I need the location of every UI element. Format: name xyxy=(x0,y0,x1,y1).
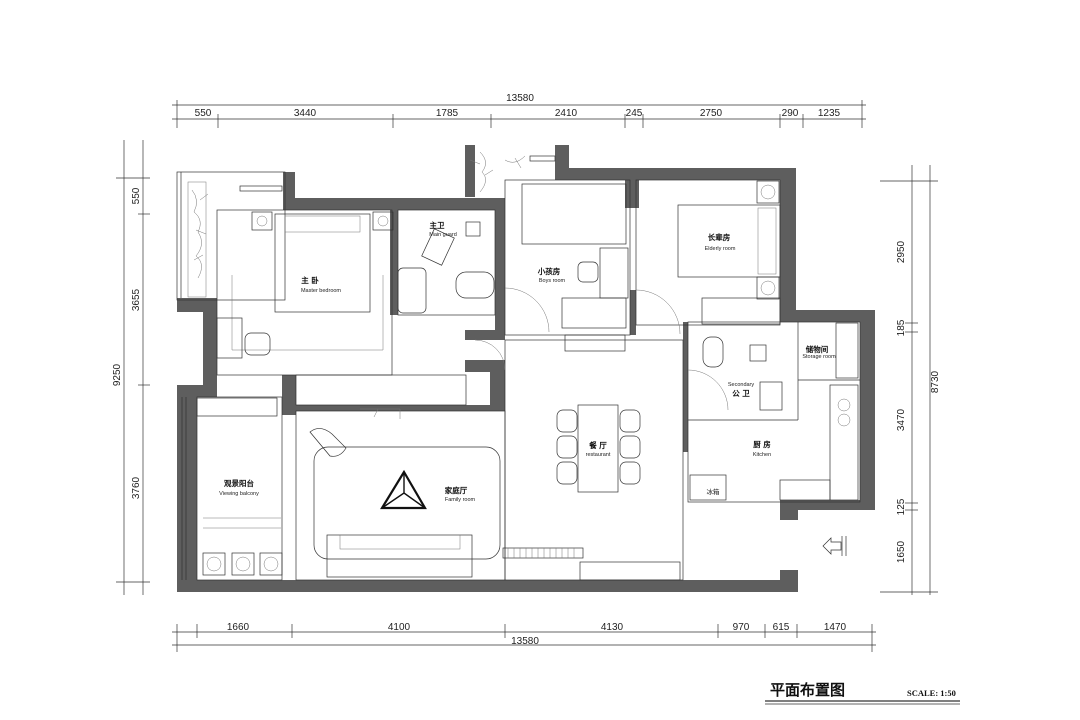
entrance-arrow xyxy=(822,537,842,555)
nightstand xyxy=(756,180,780,204)
room-labels: 主 卧 Master bedroom 主卫 Main guard 小孩房 Boy… xyxy=(219,220,836,503)
dim-top-seg: 1785 xyxy=(436,108,459,119)
dim-bottom-seg: 4100 xyxy=(388,622,411,633)
chair xyxy=(244,332,271,356)
dim-right-seg: 2950 xyxy=(896,240,907,263)
tv-cabinet xyxy=(295,374,467,406)
piano xyxy=(502,547,584,559)
label-storage-room-en: Storage room xyxy=(802,354,836,360)
dim-left-total: 9250 xyxy=(112,363,123,386)
dim-bottom-seg: 1470 xyxy=(824,622,847,633)
dim-top-seg: 2410 xyxy=(555,108,578,119)
top-dimensions: 13580 550 3440 1785 2410 245 2750 290 12… xyxy=(172,93,866,128)
dim-left-seg: 3655 xyxy=(131,288,142,311)
dining-table xyxy=(577,404,619,493)
dim-top-seg: 2750 xyxy=(700,108,723,119)
boys-chair xyxy=(577,261,599,283)
rug xyxy=(313,446,501,560)
dim-right-seg: 185 xyxy=(896,319,907,336)
dim-right-seg: 125 xyxy=(896,498,907,515)
label-storage-room-cn: 储物间 xyxy=(806,344,829,354)
dim-top-seg: 1235 xyxy=(818,108,841,119)
bottom-dimensions: 1660 4100 4130 970 615 1470 13580 xyxy=(172,622,876,652)
bathtub xyxy=(397,267,427,314)
label-boys-room-cn: 小孩房 xyxy=(538,266,561,276)
left-dimensions: 9250 550 3655 3760 xyxy=(112,140,150,595)
label-elderly-room-cn: 长辈房 xyxy=(708,232,731,242)
room-outlines xyxy=(176,171,861,581)
dining-chair xyxy=(556,409,578,433)
master-bed xyxy=(274,213,371,313)
dim-bottom-total: 13580 xyxy=(511,636,539,647)
label-viewing-balcony-en: Viewing balcony xyxy=(219,491,259,497)
label-secondary-guard-en: Secondary xyxy=(728,382,755,388)
dining-chair xyxy=(556,435,578,459)
label-master-bedroom-en: Master bedroom xyxy=(301,288,341,294)
label-family-room-en: Family room xyxy=(445,497,476,503)
label-kitchen-en: Kitchen xyxy=(753,452,771,458)
dim-bottom-seg: 615 xyxy=(773,622,790,633)
label-main-guard-cn: 主卫 xyxy=(430,220,445,230)
toilet xyxy=(455,271,495,299)
dim-left-seg: 550 xyxy=(131,187,142,204)
label-kitchen-cn: 厨 房 xyxy=(753,439,771,449)
elderly-bed xyxy=(677,204,781,278)
dim-top-total: 13580 xyxy=(506,93,534,104)
nightstand xyxy=(251,211,273,231)
dim-bottom-seg: 4130 xyxy=(601,622,624,633)
title-block: 平面布置图 SCALE: 1:50 xyxy=(765,681,960,705)
lounge-chair xyxy=(309,428,347,457)
right-dimensions: 8730 2950 185 3470 125 1650 xyxy=(880,165,941,595)
dim-top-seg: 550 xyxy=(195,108,212,119)
sofa xyxy=(326,534,473,578)
dining-chair xyxy=(619,435,641,459)
elderly-wardrobe xyxy=(701,297,781,325)
dim-left-seg: 3760 xyxy=(131,476,142,499)
label-secondary-guard-cn: 公 卫 xyxy=(732,389,750,398)
dim-top-seg: 245 xyxy=(626,108,643,119)
toilet xyxy=(702,336,724,368)
washer xyxy=(259,552,283,576)
label-restaurant-cn: 餐 厅 xyxy=(588,440,607,450)
dim-top-seg: 290 xyxy=(782,108,799,119)
dim-top-seg: 3440 xyxy=(294,108,317,119)
label-master-bedroom-cn: 主 卧 xyxy=(301,275,319,285)
nightstand xyxy=(756,276,780,300)
washer xyxy=(202,552,226,576)
scale-label: SCALE: 1:50 xyxy=(907,688,956,698)
dining-chair xyxy=(619,461,641,485)
dining-chair xyxy=(619,409,641,433)
dim-right-seg: 3470 xyxy=(896,408,907,431)
basin xyxy=(759,381,783,411)
boys-desk xyxy=(599,247,629,299)
dim-right-total: 8730 xyxy=(930,370,941,393)
label-elderly-room-en: Elderly room xyxy=(705,246,736,252)
label-viewing-balcony-cn: 观景阳台 xyxy=(224,478,254,488)
dim-bottom-seg: 1660 xyxy=(227,622,250,633)
furniture xyxy=(180,172,859,581)
fridge xyxy=(689,474,727,501)
label-family-room-cn: 家庭厅 xyxy=(445,485,468,495)
balcony-plants xyxy=(191,151,556,279)
label-boys-room-en: Boys room xyxy=(539,278,566,284)
boys-wardrobe xyxy=(561,297,627,329)
balcony-cabinet xyxy=(196,397,278,417)
label-main-guard-en: Main guard xyxy=(429,232,457,238)
boys-bed xyxy=(521,183,627,245)
dim-bottom-seg: 970 xyxy=(733,622,750,633)
nightstand xyxy=(372,211,394,231)
family-room-logo xyxy=(380,469,427,510)
desk xyxy=(216,317,243,359)
label-fridge: 冰箱 xyxy=(707,487,721,496)
label-restaurant-en: restaurant xyxy=(586,452,611,458)
plan-title: 平面布置图 xyxy=(770,681,845,699)
washer xyxy=(231,552,255,576)
dim-right-seg: 1650 xyxy=(896,540,907,563)
kitchen-counter xyxy=(829,384,859,501)
dining-chair xyxy=(556,461,578,485)
